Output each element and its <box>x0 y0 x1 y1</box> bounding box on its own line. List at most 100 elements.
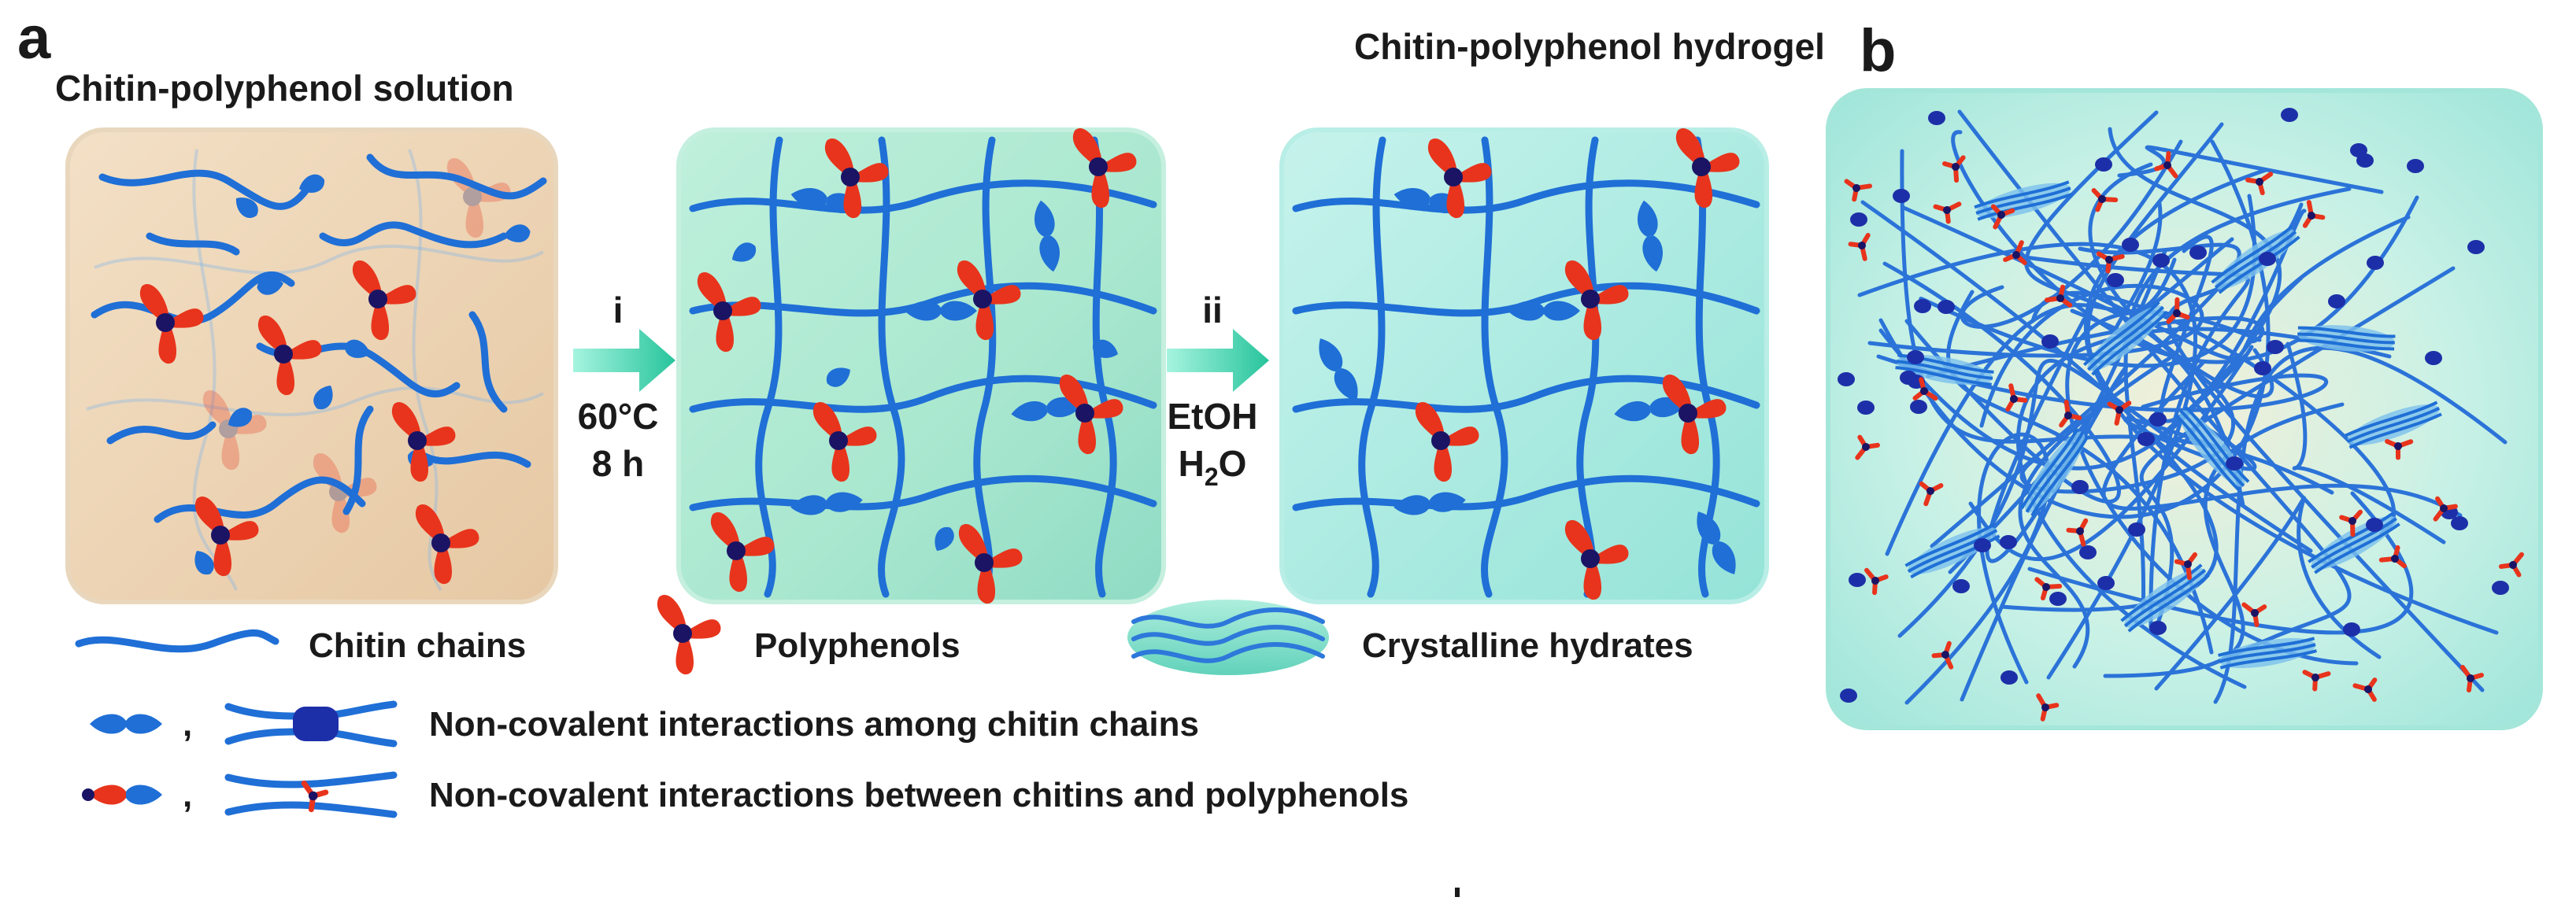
panel-b-node <box>2122 238 2139 252</box>
panel-b-crystalline-bundles <box>1895 180 2442 670</box>
panel-b-node <box>1849 573 1866 587</box>
panel-b-node <box>2425 351 2442 365</box>
panel-b-crosslink-nodes <box>1838 108 2509 703</box>
legend-polyphenols: Polyphenols <box>754 626 960 665</box>
panel-b-node <box>2137 432 2155 446</box>
hydrogel-box <box>1279 127 1769 604</box>
panel-b-network-box <box>1826 88 2543 730</box>
panel-b-node <box>2366 518 2383 532</box>
panel-b-node <box>2281 108 2298 122</box>
panel-b-node <box>2128 522 2145 537</box>
legend-noncov-chitin-polyphenol: Non-covalent interactions between chitin… <box>429 776 1408 814</box>
panel-b-chain <box>1885 257 2177 556</box>
panel-b-node <box>1974 538 1991 552</box>
step-ii-label: ii <box>1202 290 1223 330</box>
step-ii-water: H2O <box>1179 443 1247 491</box>
panel-b-node <box>2367 256 2384 270</box>
step-i-duration: 8 h <box>592 443 644 484</box>
panel-b-crystalline-bundle <box>2120 563 2210 633</box>
pregel-chitin-network <box>689 136 1157 598</box>
panel-b-chain <box>2285 342 2446 545</box>
legend-chitin-polyphenol-link-swatch <box>224 771 398 818</box>
panel-b-chain <box>2018 356 2172 669</box>
panel-b-node <box>2149 621 2167 635</box>
panel-b-node <box>2492 581 2509 595</box>
panel-b-chain <box>2086 122 2313 553</box>
panel-b-chain <box>2015 327 2392 689</box>
legend-crystalline-hydrate-swatch <box>1127 600 1329 675</box>
legend-chitin-polyphenol-cone-swatch <box>82 785 162 805</box>
panel-b-node <box>2451 516 2468 530</box>
panel-b-node <box>1840 689 1857 703</box>
legend: Chitin chains Polyphenols Crystalline hy… <box>75 595 1693 818</box>
panel-b-chain <box>2024 110 2245 508</box>
panel-b-node <box>1893 189 1910 203</box>
panel-b-node <box>2095 157 2112 172</box>
panel-b-node <box>1907 350 1924 364</box>
panel-b-node <box>1910 400 1927 414</box>
solution-title: Chitin-polyphenol solution <box>55 68 514 109</box>
step-ii-solvent: EtOH <box>1168 396 1258 437</box>
panel-b-chain <box>1951 130 2419 364</box>
panel-b-node <box>1914 299 1931 313</box>
panel-b-node <box>1928 111 1945 125</box>
panel-b-node <box>2152 253 2170 268</box>
step-i-arrow <box>573 329 675 392</box>
panel-b-node <box>2079 545 2097 559</box>
panel-b-node <box>2267 340 2284 354</box>
panel-b-chain <box>1960 139 2183 329</box>
panel-b-chain <box>1882 261 2121 504</box>
panel-b-crystalline-bundle <box>1904 522 2000 579</box>
panel-b-node <box>2259 252 2276 266</box>
panel-b-chain <box>1878 139 2271 519</box>
panel-b-crystalline-bundle <box>2345 401 2442 449</box>
panel-b-crystalline-bundle <box>2218 637 2317 670</box>
panel-b-chain <box>2139 266 2456 634</box>
panel-b-chain <box>2123 416 2257 471</box>
panel-b-node <box>2343 622 2360 637</box>
panel-b-node <box>1938 300 1955 314</box>
legend-chitin-crosslink-swatch <box>224 700 398 748</box>
legend-polyphenol-swatch <box>657 595 721 675</box>
legend-crystalline-hydrates: Crystalline hydrates <box>1362 626 1693 665</box>
panel-b-chain <box>1860 200 2219 612</box>
panel-b-node <box>2000 535 2017 549</box>
panel-b-chain <box>2083 168 2499 635</box>
panel-b-node <box>2000 670 2018 685</box>
panel-b-node <box>2041 334 2059 349</box>
panel-b-crystalline-bundle <box>2082 301 2169 376</box>
hydrogel-title: Chitin-polyphenol hydrogel <box>1354 26 1825 67</box>
step-i-label: i <box>613 290 624 330</box>
panel-b-node <box>1838 372 1855 386</box>
panel-b-chain <box>2112 201 2234 335</box>
panel-label-a: a <box>17 5 51 72</box>
pregel-box <box>676 127 1166 604</box>
panel-b-node <box>2356 153 2374 168</box>
legend-comma-2: , <box>183 776 192 814</box>
panel-b-node <box>2049 592 2067 606</box>
panel-b-node <box>2097 576 2115 590</box>
panel-b-node <box>2107 273 2124 287</box>
panel-b-crystalline-bundle <box>2211 225 2300 294</box>
panel-b-node <box>2226 456 2243 471</box>
panel-b-node <box>2149 412 2167 426</box>
panel-b-node <box>2467 240 2485 254</box>
legend-chitin-chains: Chitin chains <box>309 626 526 665</box>
panel-b-chain <box>2027 491 2414 635</box>
legend-chitin-chain-swatch <box>75 629 279 653</box>
legend-noncov-chitin: Non-covalent interactions among chitin c… <box>429 705 1199 744</box>
panel-b-node <box>1857 401 1875 415</box>
step-i-temperature: 60°C <box>578 396 659 437</box>
legend-chitin-interaction-cone-swatch <box>90 714 162 734</box>
panel-b-node <box>1900 371 1917 385</box>
panel-b-crystalline-bundle <box>1974 180 2073 221</box>
panel-label-b: b <box>1860 17 1896 84</box>
panel-b-chain <box>2154 496 2382 691</box>
panel-b-node <box>1952 579 1970 593</box>
panel-b-crystalline-bundle <box>2020 427 2089 517</box>
panel-b-node <box>2254 361 2271 375</box>
panel-b-node <box>2328 294 2345 308</box>
panel-b-node <box>1850 212 1867 227</box>
panel-b-chain <box>2019 308 2236 494</box>
